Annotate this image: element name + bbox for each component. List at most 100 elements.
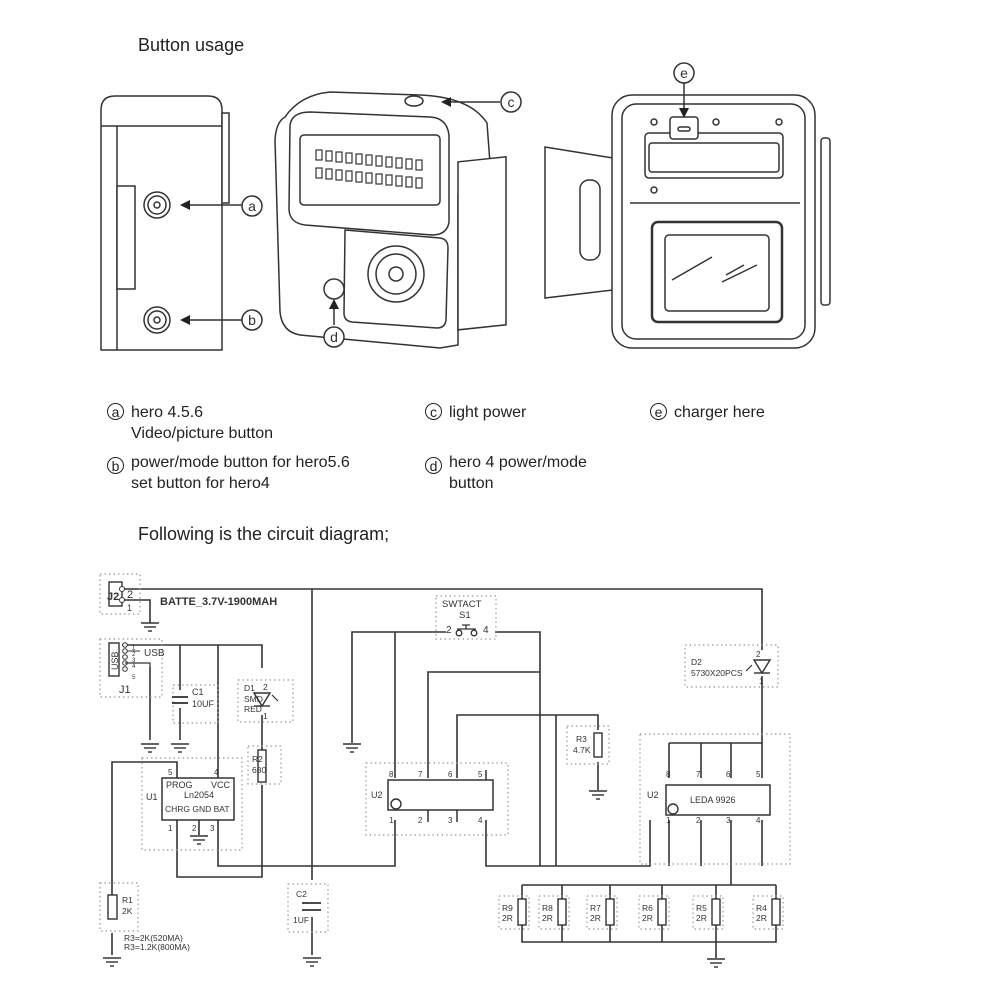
arrow-b-icon <box>180 315 242 325</box>
svg-text:2: 2 <box>132 652 136 658</box>
svg-text:4: 4 <box>132 664 136 670</box>
svg-text:8: 8 <box>389 770 394 779</box>
svg-text:1: 1 <box>759 677 764 686</box>
resistor-r9: R9 2R <box>498 895 530 930</box>
svg-text:2: 2 <box>263 682 268 692</box>
svg-text:4.7K: 4.7K <box>573 745 591 755</box>
svg-text:1UF: 1UF <box>293 915 309 925</box>
callout-d: d <box>323 326 345 348</box>
u1-charger-ic: PROG VCC Ln2054 CHRG GND BAT U1 5 4 1 2 … <box>141 757 243 851</box>
arrow-e-icon <box>679 82 689 118</box>
callout-e: e <box>673 62 695 84</box>
svg-text:1: 1 <box>263 711 268 721</box>
svg-text:C2: C2 <box>296 889 307 899</box>
svg-text:J2: J2 <box>107 591 119 603</box>
u2-left-ic: U2 8 7 6 5 1 2 3 4 <box>365 762 509 836</box>
ground-icon <box>588 790 608 800</box>
svg-text:2R: 2R <box>502 913 513 923</box>
svg-text:SMD: SMD <box>244 694 263 704</box>
c1-capacitor: C1 10UF <box>172 684 219 724</box>
button-c-icon <box>404 95 424 107</box>
svg-text:5730X20PCS: 5730X20PCS <box>691 668 743 678</box>
r1-resistor: R1 2K R3=2K(520MA) R3=1.2K(800MA) <box>99 882 190 952</box>
c2-capacitor: C2 1UF <box>287 883 329 933</box>
ground-icon <box>140 743 160 753</box>
camera-side-view <box>100 95 242 351</box>
resistor-r8: R8 2R <box>538 895 570 930</box>
callout-b: b <box>241 309 263 331</box>
resistor-r6: R6 2R <box>638 895 670 930</box>
svg-text:d: d <box>330 329 338 345</box>
led-grid-icon <box>315 149 423 189</box>
svg-text:8: 8 <box>666 770 671 779</box>
svg-text:U1: U1 <box>146 792 158 802</box>
svg-text:2: 2 <box>127 589 133 601</box>
svg-text:1: 1 <box>132 646 136 652</box>
callout-a: a <box>241 195 263 217</box>
svg-text:R3=2K(520MA): R3=2K(520MA) <box>124 933 183 943</box>
svg-text:R2: R2 <box>252 754 263 764</box>
svg-text:5: 5 <box>478 770 483 779</box>
r2-resistor: R2 680 <box>247 745 282 785</box>
arrow-c-icon <box>441 97 500 107</box>
svg-text:2: 2 <box>192 824 197 833</box>
ground-icon <box>170 743 190 753</box>
svg-text:7: 7 <box>418 770 423 779</box>
svg-text:4: 4 <box>483 625 489 636</box>
svg-text:2R: 2R <box>542 913 553 923</box>
svg-text:RED: RED <box>244 704 262 714</box>
svg-text:U2: U2 <box>371 790 383 800</box>
svg-text:2R: 2R <box>642 913 653 923</box>
svg-text:3: 3 <box>726 816 731 825</box>
u2-right-ic: U2 LEDA 9926 8 7 6 5 1 2 3 4 <box>639 733 791 865</box>
ground-icon <box>102 957 122 967</box>
svg-text:R3: R3 <box>576 734 587 744</box>
button-b-icon <box>143 306 171 334</box>
d1-led: D1 SMD RED 2 1 <box>237 679 294 723</box>
camera-back-view <box>544 82 831 349</box>
svg-text:5: 5 <box>168 768 173 777</box>
wires <box>111 588 777 958</box>
svg-text:2R: 2R <box>696 913 707 923</box>
j2-battery-connector: J2 2 1 BATTE_3.7V-1900MAH <box>99 573 277 615</box>
svg-text:3: 3 <box>448 816 453 825</box>
svg-text:R3=1.2K(800MA): R3=1.2K(800MA) <box>124 942 190 952</box>
svg-text:SWTACT: SWTACT <box>442 599 482 610</box>
svg-text:USB: USB <box>110 651 120 670</box>
svg-text:5: 5 <box>756 770 761 779</box>
svg-text:Ln2054: Ln2054 <box>184 790 214 800</box>
camera-front-view <box>274 91 507 349</box>
svg-text:10UF: 10UF <box>192 699 215 709</box>
svg-text:VCC: VCC <box>211 780 231 790</box>
svg-text:R5: R5 <box>696 903 707 913</box>
svg-text:2R: 2R <box>590 913 601 923</box>
svg-text:1: 1 <box>666 816 671 825</box>
svg-text:3: 3 <box>132 658 136 664</box>
svg-text:1: 1 <box>168 824 173 833</box>
svg-text:R4: R4 <box>756 903 767 913</box>
circuit-diagram-heading: Following is the circuit diagram; <box>138 524 390 544</box>
arrow-a-icon <box>180 200 242 210</box>
button-usage-heading: Button usage <box>138 35 245 55</box>
svg-text:R9: R9 <box>502 903 513 913</box>
svg-text:D2: D2 <box>691 657 702 667</box>
j1-usb-connector: USB 1 2 3 4 5 USB J1 <box>99 638 165 698</box>
ground-icon <box>140 622 160 632</box>
resistor-r4: R4 2R <box>752 895 784 930</box>
ground-icon <box>302 957 322 967</box>
button-a-icon <box>143 191 171 219</box>
ground-icon <box>189 835 209 845</box>
resistor-r7: R7 2R <box>586 895 618 930</box>
svg-text:1: 1 <box>389 816 394 825</box>
svg-text:6: 6 <box>726 770 731 779</box>
svg-text:1: 1 <box>127 603 132 613</box>
svg-text:2K: 2K <box>122 906 133 916</box>
r3-resistor: R3 4.7K <box>566 725 610 765</box>
ground-icon <box>342 743 362 753</box>
ground-icon <box>706 958 726 968</box>
svg-text:D1: D1 <box>244 683 255 693</box>
svg-text:4: 4 <box>756 816 761 825</box>
svg-text:e: e <box>680 65 688 81</box>
svg-text:C1: C1 <box>192 687 204 697</box>
